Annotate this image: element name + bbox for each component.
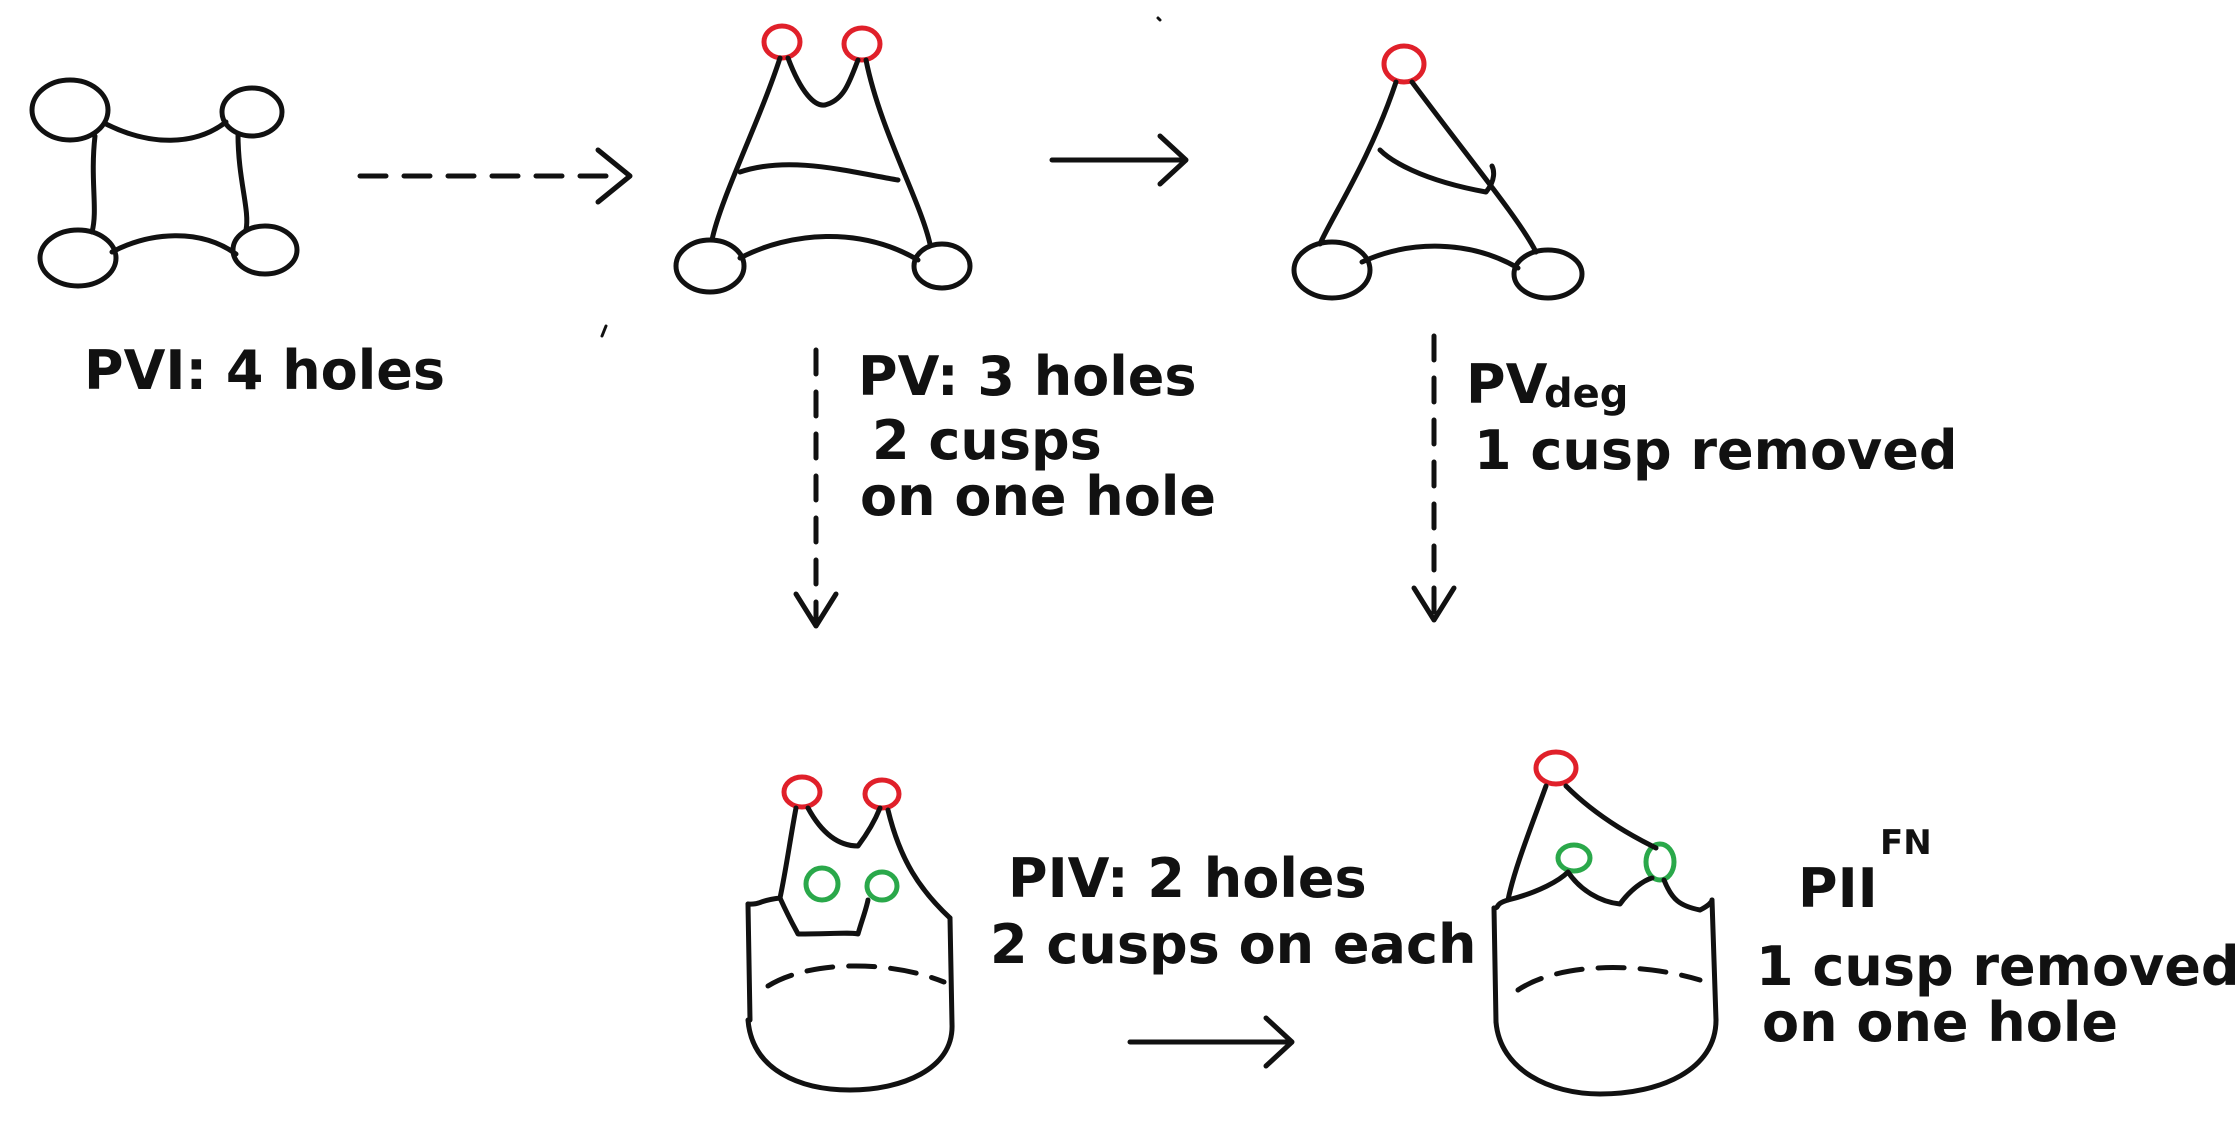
pii-line3: on one hole — [1762, 991, 2118, 1054]
pvdeg-hole-left — [1291, 239, 1373, 301]
arrow-pv-to-piv — [793, 347, 839, 629]
pii-line2: 1 cusp removed — [1756, 935, 2239, 998]
pii-label-main: PII — [1798, 857, 1878, 920]
piv-green-cusp-right — [864, 869, 900, 903]
arrow-pv-to-pvdeg — [1049, 133, 1189, 187]
pvdeg-label-main: PV — [1466, 353, 1548, 416]
pv-hole-right — [911, 241, 973, 291]
piv-label: PIV: 2 holes — [1008, 847, 1367, 910]
pv-surface — [673, 23, 973, 295]
pv-hole-left — [673, 237, 747, 295]
pvi-surface — [29, 77, 300, 289]
pvdeg-cusp — [1381, 43, 1427, 85]
pvi-edge-right — [235, 131, 250, 233]
pvdeg-hole-right — [1511, 247, 1585, 301]
piv-red-cusp-right — [862, 777, 902, 811]
piv-line2: 2 cusps on each — [990, 913, 1477, 976]
pii-surface — [1491, 749, 1719, 1097]
pvi-hole-top-right — [219, 85, 285, 139]
arrow-piv-to-pii — [1127, 1015, 1295, 1069]
pvdeg-label-sub: deg — [1544, 371, 1629, 417]
pvi-edge-left — [89, 133, 98, 235]
arrow-pvdeg-to-pii — [1411, 333, 1457, 623]
pvdeg-line2: 1 cusp removed — [1474, 419, 1958, 482]
pv-line3: on one hole — [860, 465, 1216, 528]
pv-cusp-right — [841, 25, 883, 63]
piv-red-cusp-left — [781, 774, 823, 810]
pii-label-sup: FN — [1880, 823, 1932, 863]
arrow-pvi-to-pv — [357, 147, 633, 205]
pii-green-cusp-right — [1643, 841, 1677, 883]
pv-cusp-left — [761, 23, 803, 61]
pii-red-cusp — [1533, 749, 1579, 787]
piv-green-cusp-left — [803, 865, 841, 903]
piv-surface — [745, 774, 955, 1093]
pvi-hole-bottom-left — [37, 227, 119, 289]
pvi-edge-bottom — [109, 233, 239, 257]
pv-label: PV: 3 holes — [858, 345, 1197, 408]
pii-green-cusp-left — [1555, 842, 1593, 874]
pvi-hole-top-left — [29, 77, 111, 143]
pvi-hole-bottom-right — [230, 223, 300, 277]
pvi-label: PVI: 4 holes — [84, 339, 446, 402]
pvi-edge-top — [103, 119, 229, 143]
pvdeg-surface — [1291, 43, 1585, 301]
sketch-specks — [600, 16, 1162, 338]
pv-line2: 2 cusps — [872, 409, 1102, 472]
